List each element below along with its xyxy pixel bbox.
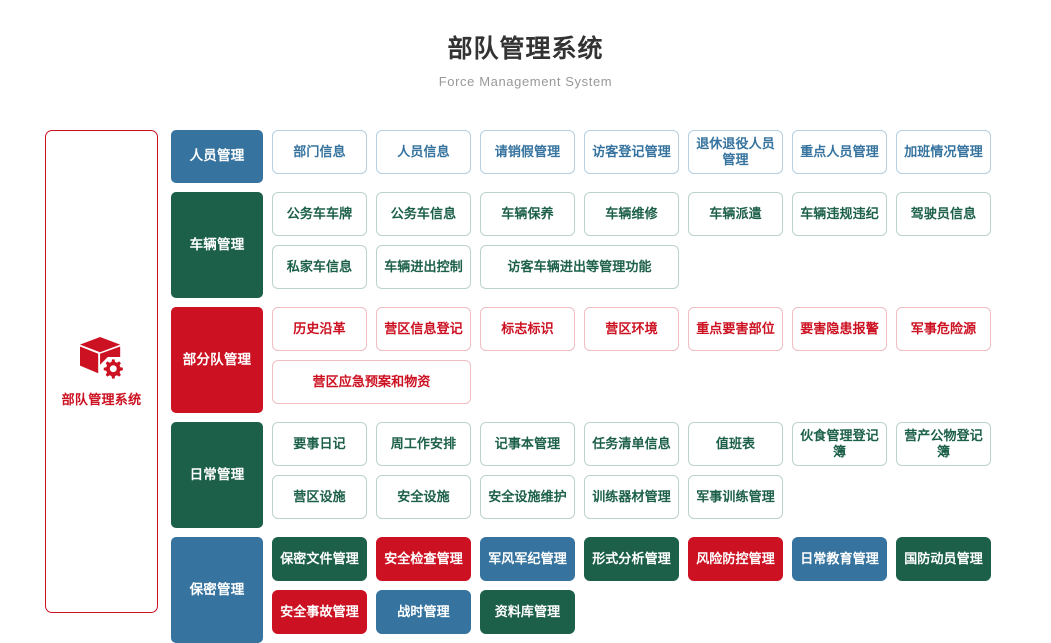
module-board: 部队管理系统 人员管理 部门信息 人员信息 请销假管理 访客登记管理 退休退役人… <box>45 130 1007 643</box>
module-item[interactable]: 驾驶员信息 <box>896 192 991 236</box>
module-item[interactable]: 安全设施 <box>376 475 471 519</box>
category-unit[interactable]: 部分队管理 <box>171 307 263 413</box>
category-confidential[interactable]: 保密管理 <box>171 537 263 643</box>
module-item[interactable]: 访客登记管理 <box>584 130 679 174</box>
module-item[interactable]: 加班情况管理 <box>896 130 991 174</box>
module-item[interactable]: 国防动员管理 <box>896 537 991 581</box>
module-item[interactable]: 车辆维修 <box>584 192 679 236</box>
module-item[interactable]: 要事日记 <box>272 422 367 466</box>
page-header: 部队管理系统 Force Management System <box>0 0 1051 89</box>
module-item[interactable]: 战时管理 <box>376 590 471 634</box>
category-personnel[interactable]: 人员管理 <box>171 130 263 183</box>
module-row-vehicle: 车辆管理 公务车车牌 公务车信息 车辆保养 车辆维修 车辆派遣 车辆违规违纪 驾… <box>171 192 1007 298</box>
module-item[interactable]: 营区信息登记 <box>376 307 471 351</box>
module-item[interactable]: 部门信息 <box>272 130 367 174</box>
module-item[interactable]: 伙食管理登记簿 <box>792 422 887 466</box>
category-vehicle[interactable]: 车辆管理 <box>171 192 263 298</box>
module-item[interactable]: 日常教育管理 <box>792 537 887 581</box>
module-row-unit: 部分队管理 历史沿革 营区信息登记 标志标识 营区环境 重点要害部位 要害隐患报… <box>171 307 1007 413</box>
module-item[interactable]: 公务车车牌 <box>272 192 367 236</box>
module-item[interactable]: 人员信息 <box>376 130 471 174</box>
page-title: 部队管理系统 <box>447 35 604 63</box>
module-item[interactable]: 公务车信息 <box>376 192 471 236</box>
items-confidential: 保密文件管理 安全检查管理 军风军纪管理 形式分析管理 风险防控管理 日常教育管… <box>272 537 1007 643</box>
module-item[interactable]: 请销假管理 <box>480 130 575 174</box>
module-item[interactable]: 访客车辆进出等管理功能 <box>480 245 679 289</box>
module-item[interactable]: 营产公物登记簿 <box>896 422 991 466</box>
module-item[interactable]: 重点人员管理 <box>792 130 887 174</box>
items-unit: 历史沿革 营区信息登记 标志标识 营区环境 重点要害部位 要害隐患报警 军事危险… <box>272 307 1007 413</box>
module-item[interactable]: 周工作安排 <box>376 422 471 466</box>
module-item[interactable]: 军事训练管理 <box>688 475 783 519</box>
module-item[interactable]: 车辆派遣 <box>688 192 783 236</box>
module-row-daily: 日常管理 要事日记 周工作安排 记事本管理 任务清单信息 值班表 伙食管理登记簿… <box>171 422 1007 528</box>
page-subtitle: Force Management System <box>438 74 613 90</box>
items-daily: 要事日记 周工作安排 记事本管理 任务清单信息 值班表 伙食管理登记簿 营产公物… <box>272 422 1007 528</box>
module-item[interactable]: 营区应急预案和物资 <box>272 360 471 404</box>
brand-label: 部队管理系统 <box>61 391 142 407</box>
module-item[interactable]: 安全检查管理 <box>376 537 471 581</box>
module-item[interactable]: 风险防控管理 <box>688 537 783 581</box>
items-personnel: 部门信息 人员信息 请销假管理 访客登记管理 退休退役人员管理 重点人员管理 加… <box>272 130 1000 183</box>
module-item[interactable]: 历史沿革 <box>272 307 367 351</box>
category-daily[interactable]: 日常管理 <box>171 422 263 528</box>
module-item[interactable]: 车辆保养 <box>480 192 575 236</box>
module-item[interactable]: 安全事故管理 <box>272 590 367 634</box>
module-item[interactable]: 退休退役人员管理 <box>688 130 783 174</box>
module-item[interactable]: 要害隐患报警 <box>792 307 887 351</box>
module-item[interactable]: 任务清单信息 <box>584 422 679 466</box>
module-item[interactable]: 车辆违规违纪 <box>792 192 887 236</box>
module-item[interactable]: 记事本管理 <box>480 422 575 466</box>
module-item[interactable]: 军事危险源 <box>896 307 991 351</box>
module-item[interactable]: 私家车信息 <box>272 245 367 289</box>
module-item[interactable]: 安全设施维护 <box>480 475 575 519</box>
module-item[interactable]: 重点要害部位 <box>688 307 783 351</box>
module-item[interactable]: 营区设施 <box>272 475 367 519</box>
module-row-personnel: 人员管理 部门信息 人员信息 请销假管理 访客登记管理 退休退役人员管理 重点人… <box>171 130 1007 183</box>
module-item[interactable]: 营区环境 <box>584 307 679 351</box>
cube-gear-icon <box>79 336 125 380</box>
module-item[interactable]: 资料库管理 <box>480 590 575 634</box>
module-item[interactable]: 军风军纪管理 <box>480 537 575 581</box>
module-item[interactable]: 保密文件管理 <box>272 537 367 581</box>
module-item[interactable]: 标志标识 <box>480 307 575 351</box>
module-item[interactable]: 值班表 <box>688 422 783 466</box>
module-item[interactable]: 车辆进出控制 <box>376 245 471 289</box>
module-rows: 人员管理 部门信息 人员信息 请销假管理 访客登记管理 退休退役人员管理 重点人… <box>171 130 1007 643</box>
module-row-confidential: 保密管理 保密文件管理 安全检查管理 军风军纪管理 形式分析管理 风险防控管理 … <box>171 537 1007 643</box>
module-item[interactable]: 训练器材管理 <box>584 475 679 519</box>
brand-panel: 部队管理系统 <box>45 130 158 613</box>
items-vehicle: 公务车车牌 公务车信息 车辆保养 车辆维修 车辆派遣 车辆违规违纪 驾驶员信息 … <box>272 192 1007 298</box>
module-item[interactable]: 形式分析管理 <box>584 537 679 581</box>
